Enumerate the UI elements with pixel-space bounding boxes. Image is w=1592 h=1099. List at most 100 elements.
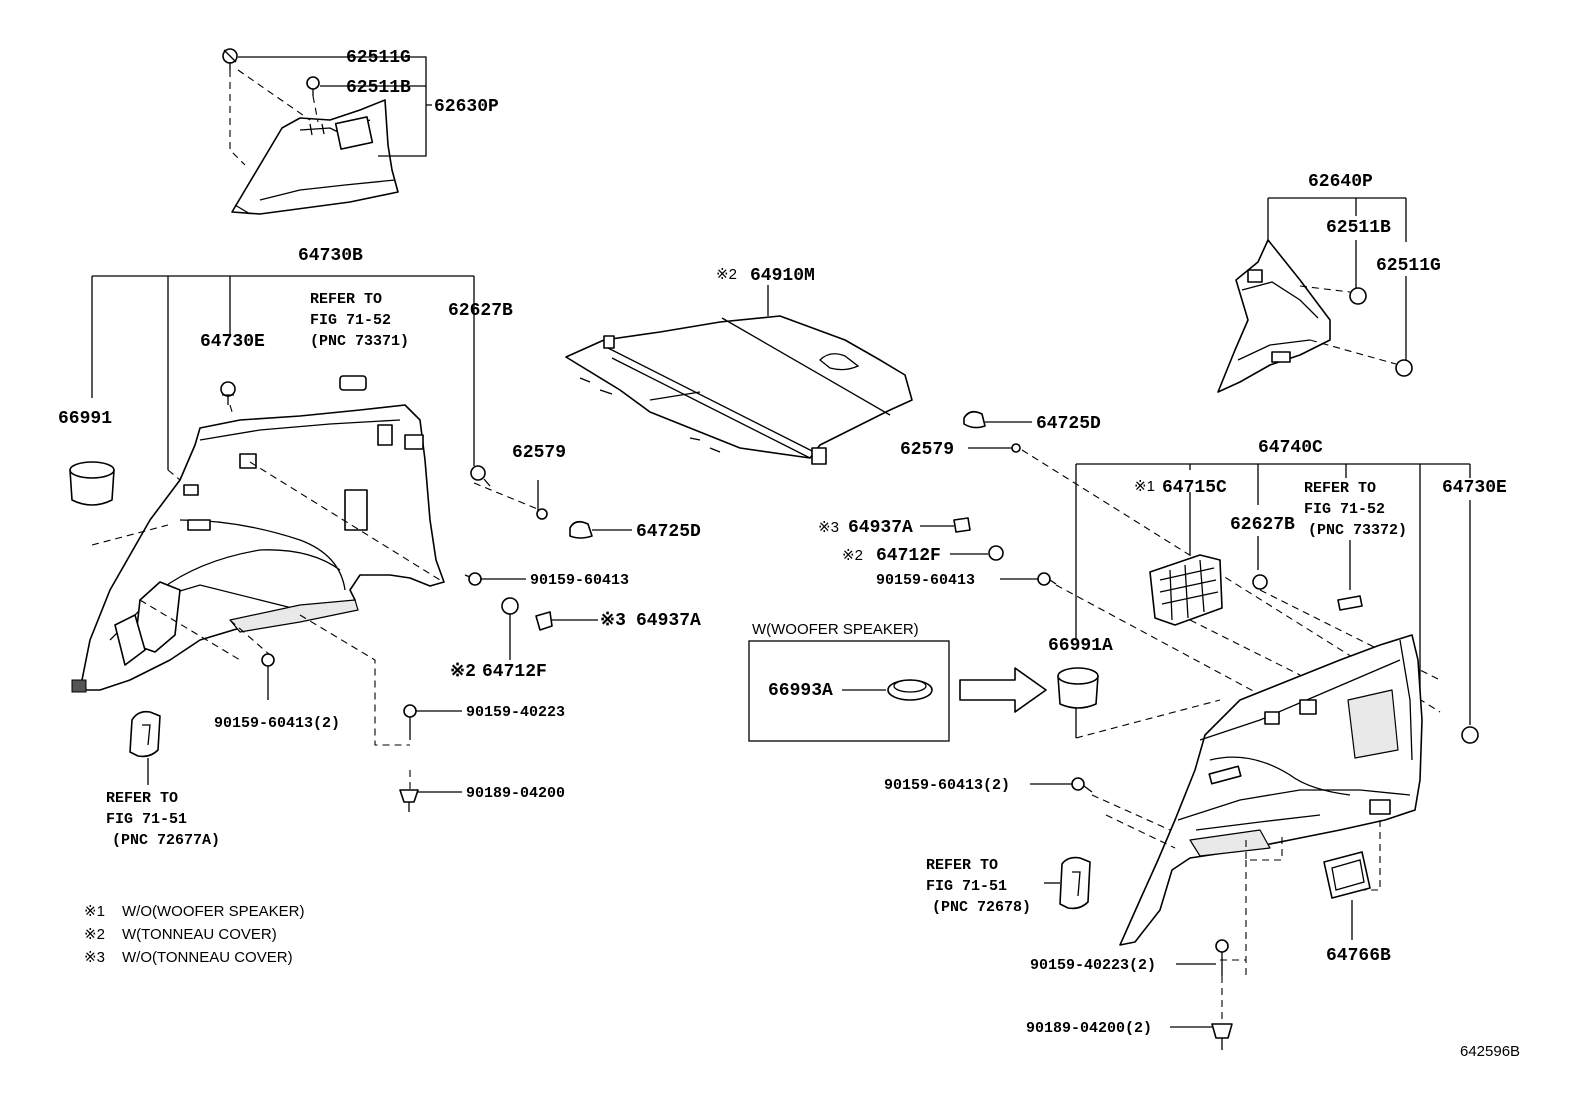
label-64712F-left: 64712F	[482, 662, 547, 682]
label-64730B: 64730B	[298, 246, 363, 266]
refer-7151-line1: REFER TO	[106, 790, 178, 807]
clip-62627B-left[interactable]	[470, 465, 491, 487]
label-64937A-mid-mark: ※3	[818, 519, 839, 536]
label-90159-40223: 90159-40223	[466, 704, 565, 721]
label-62579-right: 62579	[900, 440, 954, 460]
label-90189-04200-2: 90189-04200(2)	[1026, 1020, 1152, 1037]
refer-7352-line1: REFER TO	[310, 291, 382, 308]
screw-90159-40223[interactable]	[403, 704, 417, 740]
label-64715C: 64715C	[1162, 478, 1227, 498]
label-62579-left: 62579	[512, 443, 566, 463]
refer-7352r-line2: FIG 71-52	[1304, 501, 1385, 518]
legend-mark-2: ※2	[84, 926, 105, 943]
label-64937A-left-mark: ※3	[600, 611, 626, 631]
refer-7151-line3: (PNC 72677A)	[112, 832, 220, 849]
label-64725D-right: 64725D	[1036, 414, 1101, 434]
bolt-90159-60413-b[interactable]	[1037, 572, 1057, 586]
label-64715C-mark: ※1	[1134, 478, 1155, 495]
part-62630P-trim[interactable]	[231, 99, 399, 215]
label-64712F-left-mark: ※2	[450, 662, 476, 682]
cap-64712F-left[interactable]	[501, 597, 519, 615]
label-62627B-right: 62627B	[1230, 515, 1295, 535]
part-66991A-cup[interactable]	[1057, 667, 1099, 709]
label-90189-04200: 90189-04200	[466, 785, 565, 802]
screw-62579-left[interactable]	[536, 480, 548, 520]
legend-text-3: W/O(TONNEAU COVER)	[122, 949, 293, 966]
label-62511B-right: 62511B	[1326, 218, 1391, 238]
part-62640P-trim[interactable]	[1217, 239, 1331, 393]
part-64910M-tonneau-cover[interactable]	[565, 315, 913, 465]
legend-text-2: W(TONNEAU COVER)	[122, 926, 277, 943]
label-64712F-mid: 64712F	[876, 546, 941, 566]
part-64766B-panel[interactable]	[1323, 851, 1371, 899]
label-62627B-left: 62627B	[448, 301, 513, 321]
part-64937A-mid[interactable]	[953, 517, 971, 533]
part-73372-hook[interactable]	[1337, 595, 1363, 611]
diagram-id: 642596B	[1460, 1043, 1520, 1060]
refer-7151-line2: FIG 71-51	[106, 811, 187, 828]
label-62640P: 62640P	[1308, 172, 1373, 192]
clip-62511B-top[interactable]	[306, 76, 320, 96]
clip-62511G-right[interactable]	[1395, 359, 1413, 377]
part-66991-cup[interactable]	[69, 461, 115, 506]
label-62511G-top: 62511G	[346, 48, 411, 68]
clip-62511G-top[interactable]	[222, 48, 238, 70]
screw-62579-right[interactable]	[968, 443, 1021, 453]
cap-64712F-mid[interactable]	[988, 545, 1004, 561]
clip-64730E-left[interactable]	[220, 381, 236, 405]
arrow-icon	[959, 667, 1047, 713]
label-62511G-right: 62511G	[1376, 256, 1441, 276]
bolt-90159-60413-2-left[interactable]	[261, 653, 275, 700]
legend: ※1 W/O(WOOFER SPEAKER) ※2 W(TONNEAU COVE…	[84, 903, 305, 966]
part-73371-hook[interactable]	[339, 375, 367, 391]
part-64740C-quarter-trim[interactable]	[1119, 634, 1423, 946]
label-90159-60413-2-right: 90159-60413(2)	[884, 777, 1010, 794]
refer-7151r-line3: (PNC 72678)	[932, 899, 1031, 916]
label-64712F-mid-mark: ※2	[842, 547, 863, 564]
refer-7352r-line1: REFER TO	[1304, 480, 1376, 497]
label-64910M-mark: ※2	[716, 266, 737, 283]
part-66993A-ring[interactable]	[887, 679, 933, 701]
clip-64725D-left[interactable]	[569, 520, 593, 539]
label-64725D-left: 64725D	[636, 522, 701, 542]
label-64740C: 64740C	[1258, 438, 1323, 458]
clip-64730E-right[interactable]	[1461, 726, 1479, 744]
refer-7352-line2: FIG 71-52	[310, 312, 391, 329]
label-64937A-left: 64937A	[636, 611, 701, 631]
woofer-speaker-box: W(WOOFER SPEAKER) 66993A	[748, 621, 950, 742]
label-62511B-top: 62511B	[346, 78, 411, 98]
label-62630P: 62630P	[434, 97, 499, 117]
refer-7352r-line3: (PNC 73372)	[1308, 522, 1407, 539]
label-90159-60413-2-left: 90159-60413(2)	[214, 715, 340, 732]
label-64766B: 64766B	[1326, 946, 1391, 966]
part-64937A-left[interactable]	[535, 611, 553, 631]
label-66993A: 66993A	[768, 681, 833, 701]
label-66991A: 66991A	[1048, 636, 1113, 656]
legend-mark-1: ※1	[84, 903, 105, 920]
refer-7151r-line2: FIG 71-51	[926, 878, 1007, 895]
label-64937A-mid: 64937A	[848, 518, 913, 538]
label-64730E-left: 64730E	[200, 332, 265, 352]
clip-62627B-right[interactable]	[1252, 574, 1268, 590]
label-90159-60413-b: 90159-60413	[876, 572, 975, 589]
part-72678-grip[interactable]	[1059, 856, 1091, 910]
legend-mark-3: ※3	[84, 949, 105, 966]
refer-7151r-line1: REFER TO	[926, 857, 998, 874]
part-72677A-grip[interactable]	[129, 710, 161, 758]
clip-90189-04200[interactable]	[399, 789, 419, 812]
bolt-90159-60413-2-right[interactable]	[1071, 777, 1093, 793]
label-90159-60413-a: 90159-60413	[530, 572, 629, 589]
label-64730E-right: 64730E	[1442, 478, 1507, 498]
label-90159-40223-2: 90159-40223(2)	[1030, 957, 1156, 974]
clip-62511B-right[interactable]	[1349, 287, 1367, 305]
clip-90189-04200-2[interactable]	[1211, 1023, 1233, 1050]
part-64715C-grille[interactable]	[1149, 554, 1223, 626]
label-64910M: 64910M	[750, 266, 815, 286]
refer-7352-line3: (PNC 73371)	[310, 333, 409, 350]
part-64730B-quarter-trim[interactable]	[71, 404, 445, 693]
legend-text-1: W/O(WOOFER SPEAKER)	[122, 903, 305, 920]
clip-64725D-right[interactable]	[963, 410, 986, 429]
bolt-90159-60413-a[interactable]	[464, 572, 482, 586]
screw-90159-40223-2[interactable]	[1215, 939, 1229, 976]
